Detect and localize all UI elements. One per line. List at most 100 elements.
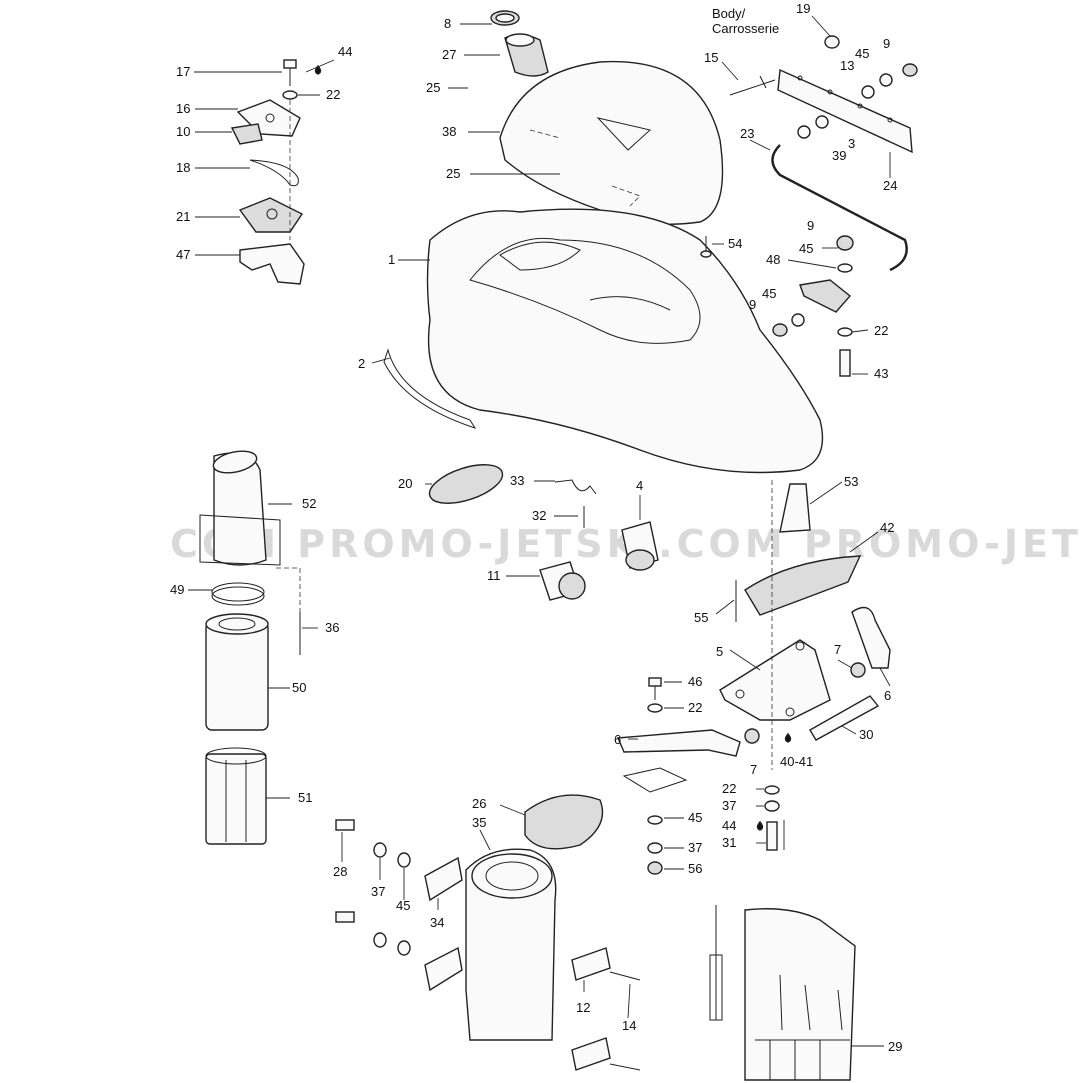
guide-line-tube xyxy=(276,567,301,612)
leader-lines xyxy=(188,15,891,1047)
plates-12 xyxy=(571,947,611,1071)
rivets-14 xyxy=(609,971,641,1071)
callout-15: 15 xyxy=(704,50,718,65)
callout-30: 30 xyxy=(859,727,873,742)
callout-36: 36 xyxy=(325,620,339,635)
callout-56: 56 xyxy=(688,861,702,876)
plate-34a xyxy=(424,856,463,902)
shaft-30 xyxy=(809,695,880,741)
trim-strip xyxy=(383,348,477,429)
callout-26: 26 xyxy=(472,796,486,811)
link-frame-5 xyxy=(719,639,831,721)
callout-9c: 9 xyxy=(749,297,756,312)
mount-21 xyxy=(238,197,304,233)
stack-22-37-31 xyxy=(764,785,780,851)
callout-50: 50 xyxy=(292,680,306,695)
callout-40-41: 40-41 xyxy=(780,754,813,769)
callout-47: 47 xyxy=(176,247,190,262)
callout-1: 1 xyxy=(388,252,395,267)
callout-39: 39 xyxy=(832,148,846,163)
callout-45a: 45 xyxy=(855,46,869,61)
callout-20: 20 xyxy=(398,476,412,491)
callout-49: 49 xyxy=(170,582,184,597)
callout-44b: 44 xyxy=(722,818,736,833)
body-label-line2: Carrosserie xyxy=(712,21,779,36)
callout-51: 51 xyxy=(298,790,312,805)
callout-29: 29 xyxy=(888,1039,902,1054)
bolt-46 xyxy=(647,677,663,713)
callout-14: 14 xyxy=(622,1018,636,1033)
callout-34: 34 xyxy=(430,915,444,930)
rod-23 xyxy=(771,144,908,272)
cap-11 xyxy=(539,561,586,601)
callout-45b: 45 xyxy=(799,241,813,256)
bolt-17 xyxy=(283,59,297,86)
callout-45e: 45 xyxy=(688,810,702,825)
disc-20 xyxy=(428,464,504,504)
callout-22a: 22 xyxy=(326,87,340,102)
wire-spring-18 xyxy=(249,159,299,187)
callout-22c: 22 xyxy=(688,700,702,715)
callout-37b: 37 xyxy=(688,840,702,855)
callout-32: 32 xyxy=(532,508,546,523)
callout-19: 19 xyxy=(796,1,810,16)
callout-55: 55 xyxy=(694,610,708,625)
arm-6-bottom xyxy=(616,729,741,757)
callout-9b: 9 xyxy=(807,218,814,233)
hull-body xyxy=(426,208,824,474)
callout-25a: 25 xyxy=(426,80,440,95)
callout-35: 35 xyxy=(472,815,486,830)
washer-22 xyxy=(282,90,298,100)
callout-43: 43 xyxy=(874,366,888,381)
pad-shape xyxy=(622,767,688,793)
bolts-28 xyxy=(335,819,411,956)
callout-27: 27 xyxy=(442,47,456,62)
lever-48-assembly xyxy=(772,235,854,377)
callout-25b: 25 xyxy=(446,166,460,181)
nut-19 xyxy=(824,35,840,49)
callout-13: 13 xyxy=(840,58,854,73)
callout-33: 33 xyxy=(510,473,524,488)
stack-45-37-56 xyxy=(647,815,663,875)
housing-35 xyxy=(465,848,557,1041)
latch-10 xyxy=(230,123,263,145)
callout-7b: 7 xyxy=(750,762,757,777)
oil-drop-icon xyxy=(784,732,792,743)
callout-6a: 6 xyxy=(614,732,621,747)
callout-46: 46 xyxy=(688,674,702,689)
handle-42 xyxy=(744,555,862,616)
callout-31: 31 xyxy=(722,835,736,850)
bracket-53 xyxy=(779,483,811,533)
callout-3: 3 xyxy=(848,136,855,151)
callout-37a: 37 xyxy=(371,884,385,899)
vent-cap xyxy=(504,33,549,77)
toolkit-29 xyxy=(709,905,856,1081)
callout-22b: 22 xyxy=(874,323,888,338)
clip-33 xyxy=(554,479,597,495)
front-cover xyxy=(499,60,724,225)
callout-52: 52 xyxy=(302,496,316,511)
callout-22d: 22 xyxy=(722,781,736,796)
sleeve-51 xyxy=(205,747,267,845)
callout-42: 42 xyxy=(880,520,894,535)
body-label-line1: Body/ xyxy=(712,6,746,21)
plate-34b xyxy=(424,946,463,992)
callout-54: 54 xyxy=(728,236,742,251)
callout-16: 16 xyxy=(176,101,190,116)
callout-5: 5 xyxy=(716,644,723,659)
washer-3-39 xyxy=(797,115,829,139)
callout-37c: 37 xyxy=(722,798,736,813)
clamp-49 xyxy=(211,582,265,606)
callout-17: 17 xyxy=(176,64,190,79)
tube-52 xyxy=(199,450,281,566)
callout-2: 2 xyxy=(358,356,365,371)
washer-13-45 xyxy=(861,63,918,99)
callout-12: 12 xyxy=(576,1000,590,1015)
grommet-4 xyxy=(621,521,659,571)
callout-53: 53 xyxy=(844,474,858,489)
callout-labels: 1 2 3 4 5 6 6 7 7 8 9 9 9 10 11 12 13 14… xyxy=(170,1,902,1054)
callout-9a: 9 xyxy=(883,36,890,51)
callout-6b: 6 xyxy=(884,688,891,703)
rail-24 xyxy=(777,68,913,154)
bushing-7 xyxy=(744,662,866,744)
